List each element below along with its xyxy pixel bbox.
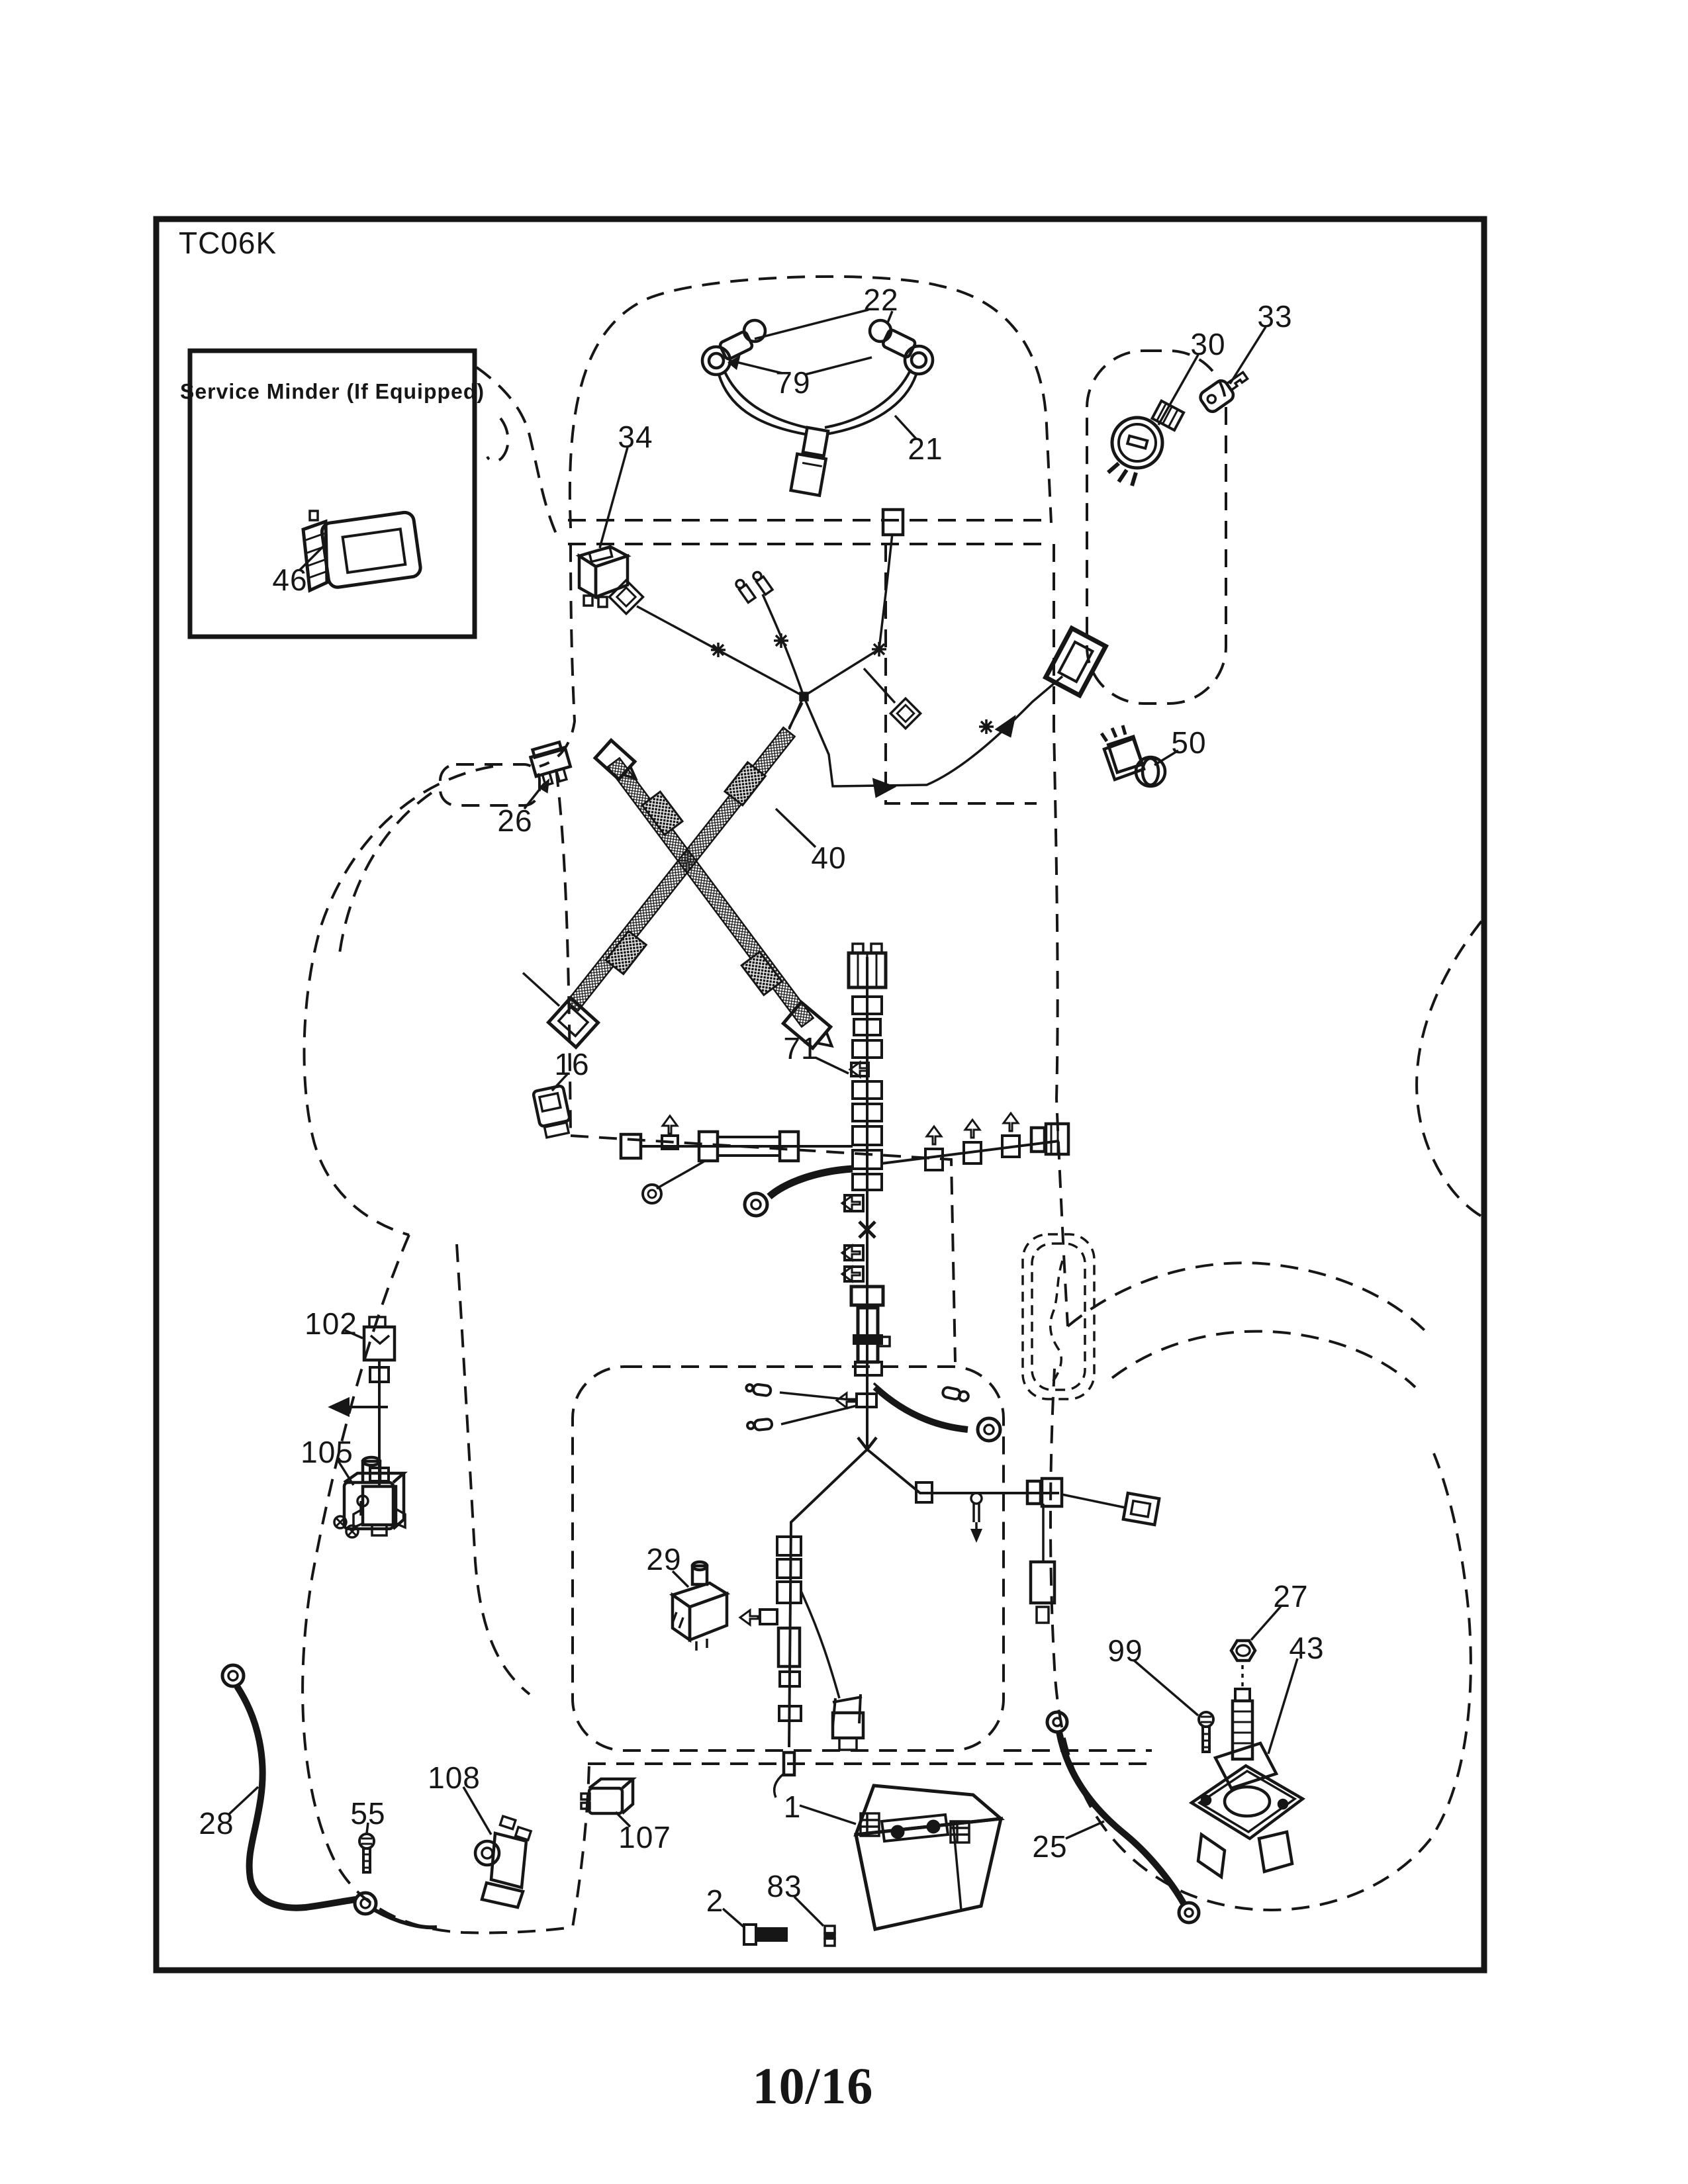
headlamp-harness [700,318,935,498]
ignition-switch [1107,398,1186,486]
fuse [528,740,573,787]
page-number: 10/16 [752,2057,874,2115]
fuse-pocket-outline [439,763,541,807]
callout-46: 46 [272,563,308,597]
harness-flag-connector [780,999,834,1051]
lower-sub-harness [739,1382,1161,1798]
main-harness [522,702,834,1051]
callout-34: 34 [618,420,653,454]
center-harness-chain [745,942,891,1452]
callout-43: 43 [1289,1631,1325,1665]
callout-1: 1 [783,1790,802,1824]
outer-border [153,216,1487,1974]
left-bulb [742,318,767,343]
inset-title: Service Minder (If Equipped) [179,379,485,404]
fuse-link-run [619,1115,853,1205]
dash-connector [1042,625,1109,699]
callout-28: 28 [199,1806,234,1841]
accessory-run [881,1112,1070,1171]
starter-solenoid-108 [473,1814,533,1909]
platform-outline [571,1365,1005,1752]
callout-16: 16 [554,1047,590,1081]
callout-25: 25 [1032,1829,1068,1864]
callout-21: 21 [908,432,943,466]
diagram-code: TC06K [179,226,277,260]
callout-33: 33 [1257,299,1293,334]
ground-strap [743,1165,853,1218]
callout-55: 55 [350,1796,386,1831]
right-fender-outline [1066,1261,1426,1332]
seat-bracket-outline [1021,1233,1096,1400]
harness-end-connector [545,995,601,1050]
right-bulb [868,318,893,343]
callout-79: 79 [775,365,811,400]
callout-83: 83 [767,1869,802,1903]
ignition-key [1199,371,1249,414]
callout-102: 102 [305,1306,357,1341]
battery-cable-25 [1045,1710,1201,1925]
callout-71: 71 [783,1031,819,1066]
callout-30: 30 [1190,327,1226,361]
light-switch [575,545,632,608]
callout-leaders [227,308,1299,1929]
ignition-pod-outline [1086,349,1227,705]
hood-outline [568,275,1053,529]
ground-screw-55 [358,1833,375,1874]
callout-29: 29 [646,1542,682,1576]
callout-99: 99 [1107,1633,1143,1668]
callout-105: 105 [301,1435,353,1469]
callout-40: 40 [811,841,847,875]
callout-26: 26 [497,803,533,838]
battery-terminal-83 [823,1925,836,1947]
harness-connector [789,426,830,498]
callout-22: 22 [863,283,899,317]
two-pin-plug [831,1694,865,1751]
bolt-99 [1197,1711,1215,1753]
battery-terminals [859,1812,970,1844]
nut-27 [1229,1639,1257,1662]
interlock-switch-29 [669,1560,731,1651]
service-minder-module [301,510,422,593]
right-lamp-socket [903,344,935,376]
callout-107: 107 [618,1820,671,1854]
solenoid-43 [1188,1665,1306,1880]
service-minder-inset-box [187,348,477,639]
connector-16 [532,1084,571,1139]
relay-module-107 [580,1777,637,1815]
callout-50: 50 [1171,725,1207,760]
ground-cable-28 [220,1663,438,1930]
hour-meter-105 [333,1455,408,1539]
callout-2: 2 [706,1884,724,1918]
left-fender-outline [303,765,494,1236]
battery-bolt-2 [743,1923,788,1946]
left-lamp-socket [700,345,732,377]
chassis-dashed-outlines [301,275,1487,1934]
callout-27: 27 [1273,1579,1309,1614]
underhood-wiring [608,508,1109,798]
battery [853,1784,1006,1931]
interlock-relay [1100,725,1167,788]
callout-108: 108 [428,1760,481,1795]
